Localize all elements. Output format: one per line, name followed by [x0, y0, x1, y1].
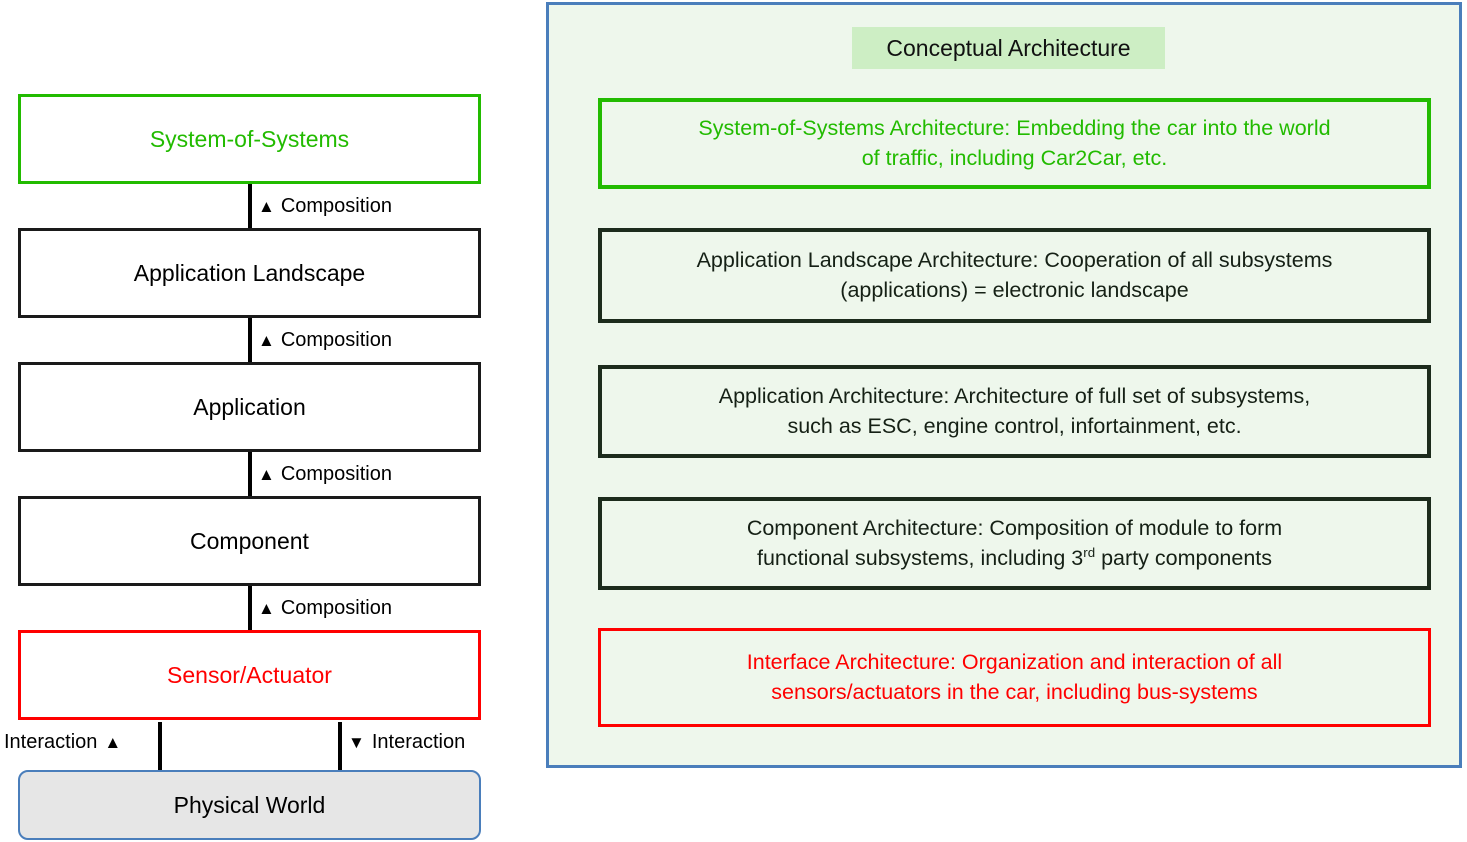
triangle-up-icon: ▲ — [104, 732, 122, 752]
description-box-application-landscape[interactable]: Application Landscape Architecture: Coop… — [598, 228, 1431, 323]
composition-label-3: ▲ Composition — [258, 464, 392, 484]
composition-text: Composition — [280, 195, 392, 217]
layer-label: Component — [190, 527, 309, 554]
interaction-text: Interaction — [371, 731, 466, 753]
layer-box-application[interactable]: Application — [18, 362, 481, 452]
composition-connector-line — [248, 452, 252, 498]
composition-text: Composition — [280, 597, 392, 619]
description-line-1: Interface Architecture: Organization and… — [746, 650, 1283, 675]
composition-connector-line — [248, 184, 252, 230]
description-box-application[interactable]: Application Architecture: Architecture o… — [598, 365, 1431, 458]
description-line-2-pre: functional subsystems, including 3 — [757, 545, 1084, 570]
physical-world-label: Physical World — [173, 791, 326, 818]
interaction-label-left: Interaction ▲ — [4, 732, 121, 752]
interaction-label-right: ▼ Interaction — [348, 732, 465, 752]
composition-label-2: ▲ Composition — [258, 330, 392, 350]
description-text: Application Landscape Architecture: Coop… — [697, 246, 1333, 304]
description-box-interface[interactable]: Interface Architecture: Organization and… — [598, 628, 1431, 727]
conceptual-architecture-panel: Conceptual Architecture System-of-System… — [546, 2, 1462, 768]
composition-text: Composition — [280, 329, 392, 351]
description-box-system-of-systems[interactable]: System-of-Systems Architecture: Embeddin… — [598, 98, 1431, 189]
description-text: Component Architecture: Composition of m… — [747, 514, 1282, 572]
description-line-2: (applications) = electronic landscape — [840, 277, 1189, 302]
description-line-1: System-of-Systems Architecture: Embeddin… — [698, 116, 1331, 141]
interaction-text: Interaction — [4, 731, 98, 753]
triangle-down-icon: ▼ — [348, 732, 365, 752]
description-line-2: sensors/actuators in the car, including … — [771, 679, 1258, 704]
physical-world-box[interactable]: Physical World — [18, 770, 481, 840]
description-line-2: such as ESC, engine control, infortainme… — [787, 413, 1242, 438]
layer-label: Sensor/Actuator — [167, 661, 332, 688]
triangle-up-icon: ▲ — [258, 330, 275, 350]
triangle-up-icon: ▲ — [258, 196, 275, 216]
layer-stack-diagram: System-of-Systems ▲ Composition Applicat… — [0, 0, 520, 842]
panel-title: Conceptual Architecture — [852, 27, 1165, 69]
description-line-1: Application Architecture: Architecture o… — [718, 384, 1311, 409]
interaction-connector-line-right — [338, 722, 342, 776]
interaction-connector-line-left — [158, 722, 162, 776]
description-text: Application Architecture: Architecture o… — [719, 382, 1311, 440]
description-text: System-of-Systems Architecture: Embeddin… — [698, 114, 1330, 172]
description-line-2-post: party components — [1095, 545, 1272, 570]
ordinal-superscript: rd — [1083, 544, 1096, 560]
layer-label: Application Landscape — [133, 259, 366, 286]
layer-label: System-of-Systems — [149, 125, 350, 152]
triangle-up-icon: ▲ — [258, 598, 275, 618]
layer-label: Application — [193, 393, 306, 420]
layer-box-component[interactable]: Component — [18, 496, 481, 586]
description-text: Interface Architecture: Organization and… — [747, 648, 1282, 706]
description-line-1: Application Landscape Architecture: Coop… — [696, 248, 1333, 273]
composition-label-1: ▲ Composition — [258, 196, 392, 216]
description-line-2: functional subsystems, including 3rd par… — [747, 544, 1282, 573]
triangle-up-icon: ▲ — [258, 464, 275, 484]
composition-label-4: ▲ Composition — [258, 598, 392, 618]
description-line-1: Component Architecture: Composition of m… — [746, 516, 1283, 541]
description-line-2: of traffic, including Car2Car, etc. — [861, 145, 1168, 170]
layer-box-sensor-actuator[interactable]: Sensor/Actuator — [18, 630, 481, 720]
layer-box-application-landscape[interactable]: Application Landscape — [18, 228, 481, 318]
composition-connector-line — [248, 318, 252, 364]
composition-text: Composition — [280, 463, 392, 485]
composition-connector-line — [248, 586, 252, 632]
layer-box-system-of-systems[interactable]: System-of-Systems — [18, 94, 481, 184]
description-box-component[interactable]: Component Architecture: Composition of m… — [598, 497, 1431, 590]
